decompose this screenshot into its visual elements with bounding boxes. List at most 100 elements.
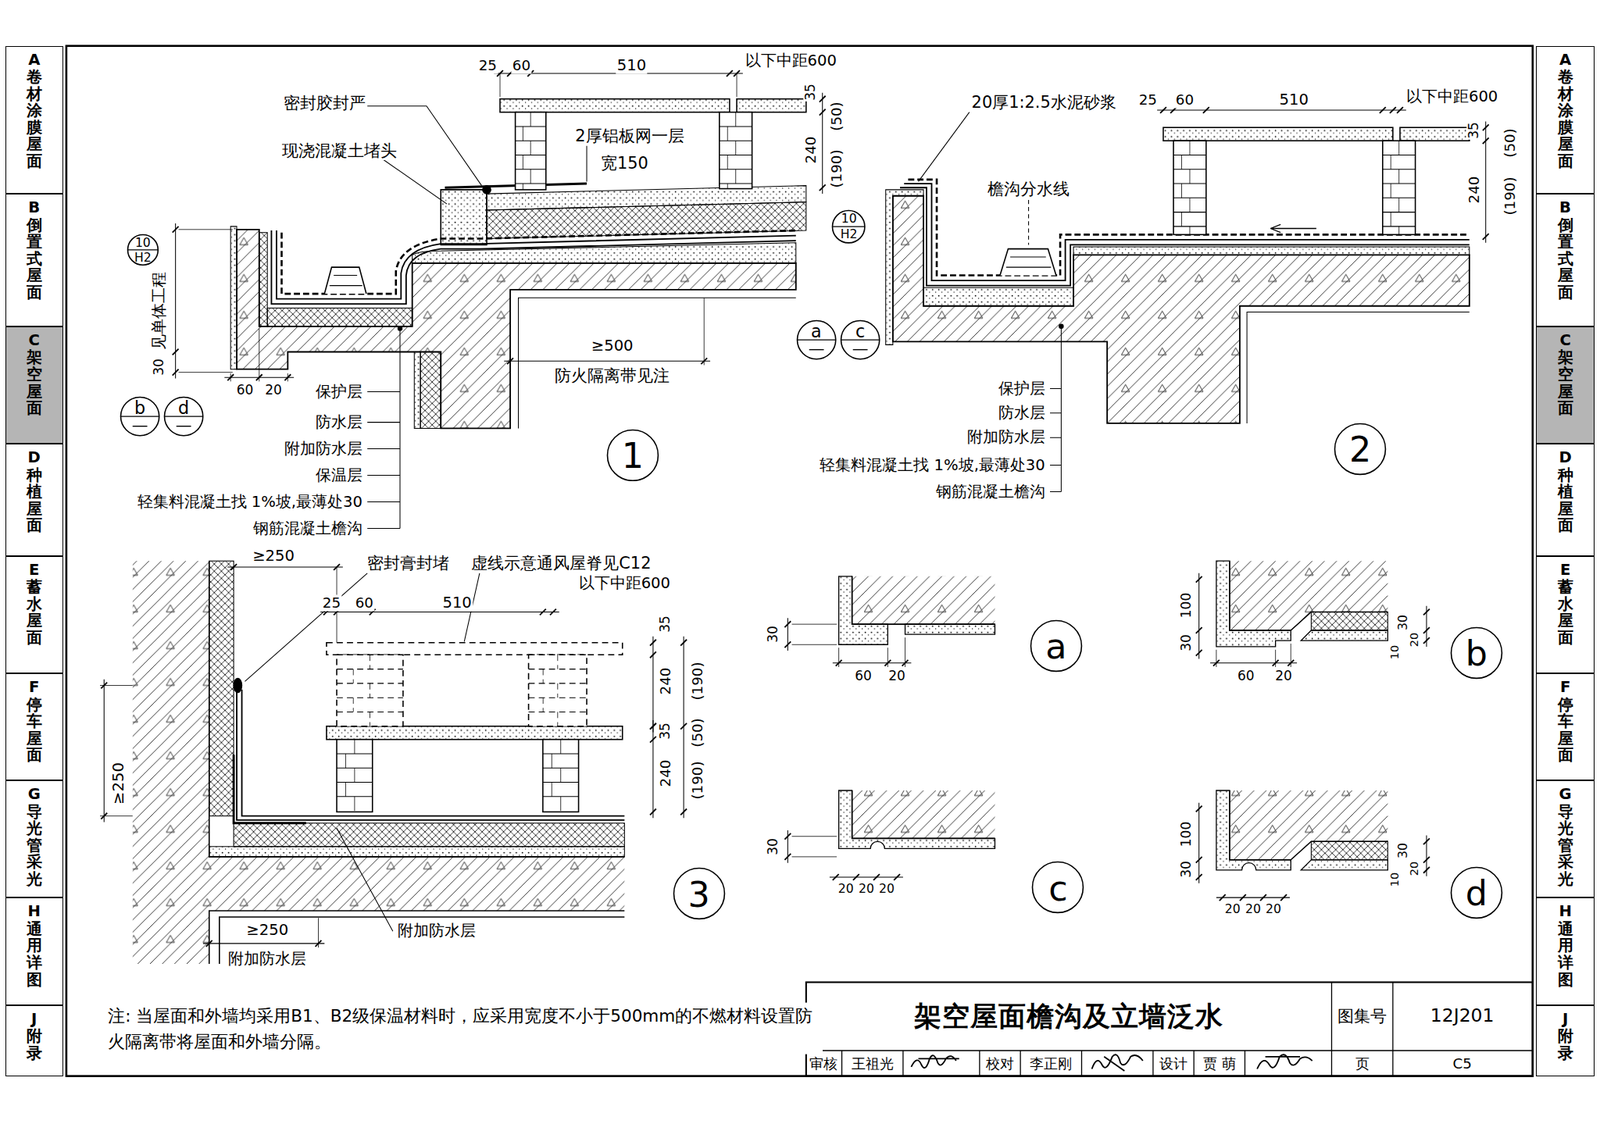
gutter-detail-two xyxy=(885,112,1470,493)
brick-pier xyxy=(542,669,544,684)
tab-title: 停车屋面 xyxy=(1557,696,1574,765)
dimension-text: 30 xyxy=(1396,614,1411,632)
dimension-text: 30 xyxy=(1396,842,1411,860)
drip-edge-details xyxy=(852,790,996,839)
dimension-lines xyxy=(172,369,179,376)
dimension-text: 30 xyxy=(1178,633,1195,653)
dimension-lines xyxy=(1198,803,1200,884)
dimension-lines xyxy=(1272,660,1279,667)
dimension-text: 240 xyxy=(657,759,674,789)
brick-pier xyxy=(369,683,371,698)
annotation-label: 附加防水层 xyxy=(227,950,308,968)
index-divider xyxy=(127,249,158,250)
brick-pier xyxy=(353,796,355,811)
tab-title: 蓄水屋面 xyxy=(26,578,43,647)
dimension-lines xyxy=(784,641,791,648)
dimension-text: 以下中距600 xyxy=(578,575,672,593)
gutter-detail-one xyxy=(324,267,367,294)
annotation-label: 防水层 xyxy=(997,404,1047,423)
dimension-lines xyxy=(496,70,504,77)
brick-pier xyxy=(735,112,736,127)
dimension-lines xyxy=(1157,110,1407,111)
dimension-lines xyxy=(320,611,560,613)
dimension-lines xyxy=(256,374,263,381)
brick-pier xyxy=(560,739,561,754)
wall-flashing-detail-three xyxy=(326,726,623,740)
index-text: H2 xyxy=(831,228,866,241)
index-symbol: c xyxy=(839,319,881,361)
gutter-detail-one xyxy=(230,226,237,370)
dimension-text: 100 xyxy=(1178,821,1195,848)
title-block xyxy=(806,982,1533,1076)
brick-pier xyxy=(542,739,579,813)
gutter-detail-one xyxy=(236,229,797,429)
dimension-text: (190) xyxy=(689,661,707,702)
brick-pier xyxy=(336,654,404,726)
gutter-detail-two xyxy=(1270,224,1317,233)
detail-number-circle: 2 xyxy=(1333,422,1387,476)
section-tab: E蓄水屋面 xyxy=(1535,556,1596,674)
section-tab: G导光管采光 xyxy=(1535,780,1596,898)
brick-pier xyxy=(353,697,354,712)
brick-pier xyxy=(551,782,553,797)
tab-title: 附录 xyxy=(26,1028,43,1062)
brick-pier xyxy=(1181,212,1183,227)
dimension-lines xyxy=(1260,894,1267,901)
dimension-text: 以下中距600 xyxy=(1405,88,1499,107)
dimension-lines xyxy=(832,874,840,881)
title-block xyxy=(1092,1054,1143,1072)
title-block-text: 王祖光 xyxy=(850,1056,895,1073)
brick-pier xyxy=(551,753,553,768)
section-tab: H通用详图 xyxy=(5,897,64,1005)
tab-letter: J xyxy=(1562,1010,1568,1029)
index-text: H2 xyxy=(126,251,160,265)
brick-pier xyxy=(1189,226,1190,235)
gutter-detail-one xyxy=(259,232,268,327)
drip-edge-details xyxy=(1229,560,1388,631)
gutter-detail-one xyxy=(178,229,233,373)
brick-pier xyxy=(528,654,587,726)
detail-number: 1 xyxy=(606,439,660,474)
dimension-lines xyxy=(1239,894,1247,901)
same-sheet-dash xyxy=(176,425,192,427)
tab-letter: D xyxy=(1558,449,1572,468)
brick-pier xyxy=(1189,197,1190,212)
annotation-label: 保护层 xyxy=(997,379,1047,398)
annotation-label: 保护层 xyxy=(314,382,364,401)
dimension-text: ≥250 xyxy=(109,761,128,806)
index-text: b xyxy=(119,399,161,417)
dimension-lines xyxy=(1196,857,1203,864)
drip-edge-details xyxy=(852,790,996,839)
index-text: d xyxy=(163,399,204,417)
dimension-lines xyxy=(333,564,340,571)
brick-pier xyxy=(522,154,524,169)
gutter-detail-one xyxy=(736,99,807,113)
wall-flashing-detail-three xyxy=(209,560,234,816)
dimension-lines xyxy=(175,223,176,379)
same-sheet-dash xyxy=(808,349,824,350)
gutter-detail-one xyxy=(367,328,400,529)
dimension-text: 60 xyxy=(853,668,873,685)
brick-pier xyxy=(515,112,547,190)
tab-title: 导光管采光 xyxy=(1557,803,1574,889)
gutter-detail-two xyxy=(1400,127,1470,141)
brick-pier xyxy=(353,669,354,684)
dimension-lines xyxy=(1196,650,1203,657)
annotation-label: 防水层 xyxy=(314,413,364,432)
dimension-lines xyxy=(227,567,343,568)
dimension-text: 10 xyxy=(1388,871,1402,888)
brick-pier xyxy=(727,154,729,169)
sheet-frame xyxy=(66,46,1533,1077)
drip-edge-details xyxy=(852,576,996,625)
gutter-detail-two xyxy=(885,189,924,345)
brick-pier xyxy=(557,683,558,698)
dimension-lines xyxy=(1389,107,1397,114)
dimension-text: (190) xyxy=(689,760,707,801)
dimension-lines xyxy=(853,874,860,881)
annotation-label: 20厚1:2.5水泥砂浆 xyxy=(971,92,1118,112)
dimension-lines xyxy=(784,621,791,628)
section-tab: C架空屋面 xyxy=(1535,326,1596,444)
dimension-text: 30 xyxy=(151,357,168,377)
section-tab: A卷材涂膜屋面 xyxy=(1535,46,1596,194)
dimension-text: 510 xyxy=(441,594,472,613)
